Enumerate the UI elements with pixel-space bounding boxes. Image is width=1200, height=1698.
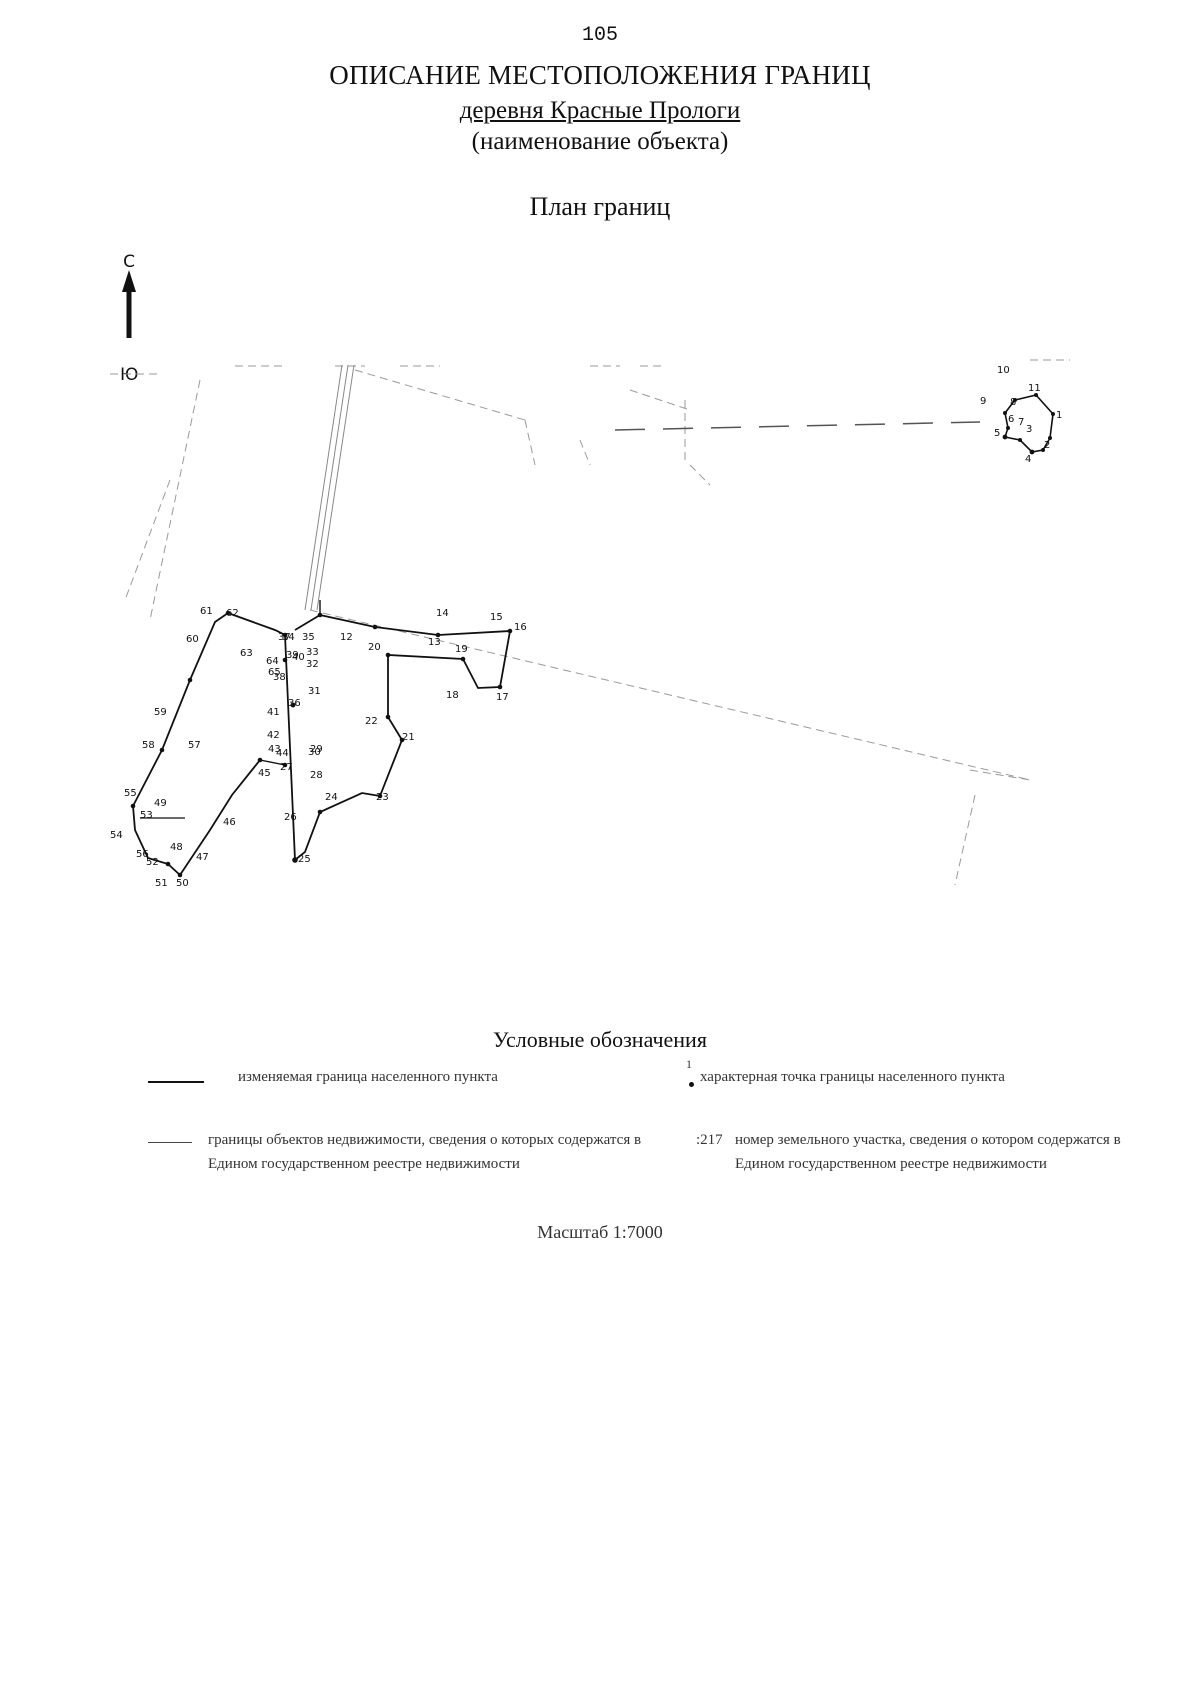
legend-line-real-estate [148, 1142, 192, 1143]
plan-title: План границ [529, 192, 671, 221]
svg-text:18: 18 [446, 690, 459, 701]
boundary-points-small [1002, 393, 1055, 455]
object-name-text: деревня Красные Прологи [459, 97, 741, 124]
svg-text:9: 9 [980, 396, 986, 407]
svg-text:19: 19 [455, 644, 468, 655]
svg-text:40: 40 [292, 652, 305, 663]
road-lines [304, 364, 355, 611]
svg-text:16: 16 [514, 622, 527, 633]
svg-text:4: 4 [1025, 454, 1031, 465]
svg-text:25: 25 [298, 854, 311, 865]
svg-text:63: 63 [240, 648, 253, 659]
svg-text:22: 22 [365, 716, 378, 727]
svg-text:26: 26 [284, 812, 297, 823]
svg-text:44: 44 [276, 748, 289, 759]
svg-text:36: 36 [288, 698, 301, 709]
svg-text:32: 32 [306, 659, 319, 670]
svg-text:62: 62 [226, 608, 239, 619]
svg-text:31: 31 [308, 686, 321, 697]
svg-text:10: 10 [997, 365, 1010, 376]
svg-text:52: 52 [146, 857, 159, 868]
svg-text:65: 65 [268, 667, 281, 678]
cadastral-parcel-lines [110, 359, 1070, 886]
svg-text:60: 60 [186, 634, 199, 645]
svg-text:47: 47 [196, 852, 209, 863]
svg-text:61: 61 [200, 606, 213, 617]
svg-text:29: 29 [310, 744, 323, 755]
boundary-point-labels-small: 1 2 3 4 5 6 7 8 9 10 11 [980, 365, 1062, 465]
svg-text:17: 17 [496, 692, 509, 703]
boundary-plan-map: С Ю 1 2 3 [110, 252, 1070, 889]
svg-text:54: 54 [110, 830, 123, 841]
svg-text:59: 59 [154, 707, 167, 718]
svg-text:57: 57 [188, 740, 201, 751]
svg-text:20: 20 [368, 642, 381, 653]
svg-text:33: 33 [306, 647, 319, 658]
legend-text-parcel-number: номер земельного участка, сведения о кот… [735, 1132, 1121, 1172]
svg-text:48: 48 [170, 842, 183, 853]
svg-text:27: 27 [280, 762, 293, 773]
object-caption: (наименование объекта) [471, 128, 729, 155]
svg-text:56: 56 [136, 849, 149, 860]
svg-text:34: 34 [282, 632, 295, 643]
svg-text:24: 24 [325, 792, 338, 803]
svg-text:14: 14 [436, 608, 449, 619]
svg-text:42: 42 [267, 730, 280, 741]
svg-text:30: 30 [308, 747, 321, 758]
legend-text-real-estate: границы объектов недвижимости, сведения … [208, 1132, 642, 1172]
page-number: 105 [581, 24, 618, 47]
svg-text:23: 23 [376, 792, 389, 803]
compass-north-label: С [123, 252, 135, 272]
svg-text:1: 1 [1056, 410, 1062, 421]
svg-text:6: 6 [1008, 414, 1014, 425]
object-name: деревня Красные Прологи [0, 97, 1200, 125]
svg-text:28: 28 [310, 770, 323, 781]
svg-text:7: 7 [1018, 417, 1024, 428]
map-scale: Масштаб 1:7000 [537, 1222, 663, 1242]
svg-text:13: 13 [428, 637, 441, 648]
legend-symbol-parcel-number: :217 [696, 1132, 723, 1148]
svg-text:58: 58 [142, 740, 155, 751]
svg-text:35: 35 [302, 632, 315, 643]
svg-text:11: 11 [1028, 383, 1041, 394]
legend-symbol-point-number: 1 [686, 1057, 692, 1071]
svg-text:55: 55 [124, 788, 137, 799]
legend-title: Условные обозначения [493, 1027, 707, 1052]
svg-text:15: 15 [490, 612, 503, 623]
svg-text:8: 8 [1010, 397, 1016, 408]
svg-text:43: 43 [268, 744, 281, 755]
svg-text:41: 41 [267, 707, 280, 718]
svg-text:64: 64 [266, 656, 279, 667]
parcel-dashed-line [614, 421, 981, 431]
boundary-point-labels-main: 12 13 14 15 16 17 18 19 20 21 22 23 24 2… [110, 606, 527, 889]
svg-text:53: 53 [140, 810, 153, 821]
legend-point-marker-icon [689, 1082, 694, 1087]
svg-text:45: 45 [258, 768, 271, 779]
svg-text:5: 5 [994, 428, 1000, 439]
svg-text:12: 12 [340, 632, 353, 643]
svg-text:51: 51 [155, 878, 168, 889]
svg-text:2: 2 [1044, 440, 1050, 451]
svg-text:3: 3 [1026, 424, 1032, 435]
compass-south-label: Ю [120, 365, 138, 385]
boundary-points-main [130, 610, 513, 878]
legend-text-settlement-boundary: изменяемая граница населенного пункта [238, 1069, 498, 1085]
document-title: ОПИСАНИЕ МЕСТОПОЛОЖЕНИЯ ГРАНИЦ [329, 60, 871, 90]
svg-text:49: 49 [154, 798, 167, 809]
svg-text:50: 50 [176, 878, 189, 889]
svg-text:38: 38 [273, 672, 286, 683]
svg-text:46: 46 [223, 817, 236, 828]
north-arrow-icon: С Ю [120, 252, 138, 385]
svg-text:39: 39 [286, 650, 299, 661]
svg-text:37: 37 [278, 632, 291, 643]
legend-text-boundary-point: характерная точка границы населенного пу… [700, 1069, 1005, 1085]
svg-text:21: 21 [402, 732, 415, 743]
legend-line-settlement-boundary [148, 1081, 204, 1083]
